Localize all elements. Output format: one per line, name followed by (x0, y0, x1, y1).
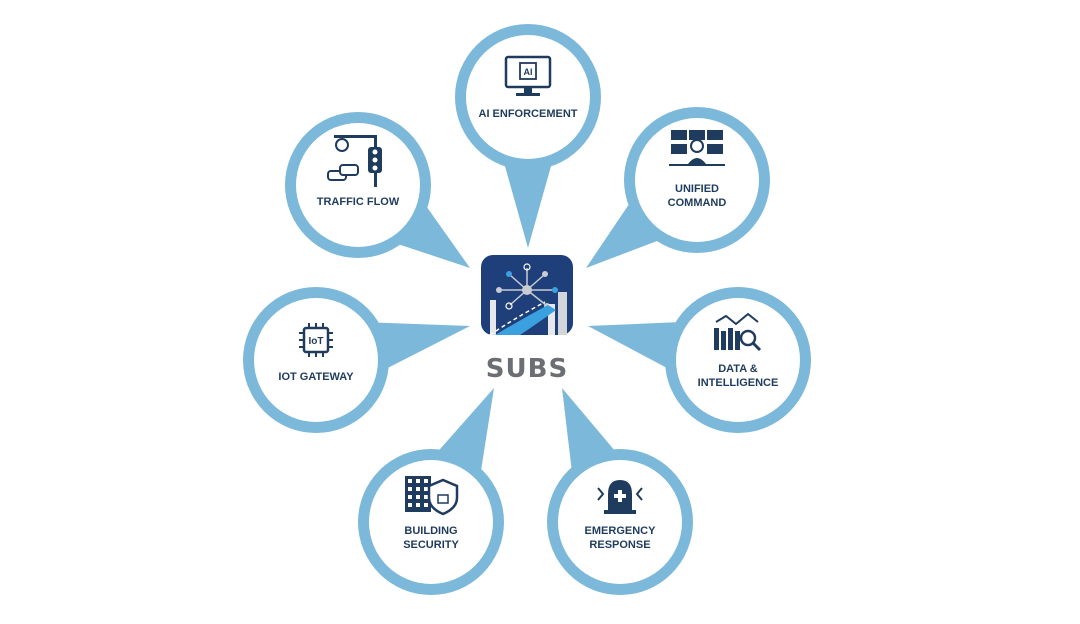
ai-monitor-icon: AI (504, 55, 552, 96)
connector-pointer (378, 322, 470, 368)
iot-chip-icon: IoT (299, 323, 333, 357)
node-inner (676, 298, 800, 422)
node-label: IOT GATEWAY (278, 371, 354, 383)
connector-pointer (588, 322, 676, 368)
node-label: EMERGENCY (585, 525, 657, 537)
node-emergency-response: EMERGENCY RESPONSE (547, 388, 693, 595)
connector-pointer (562, 388, 614, 468)
node-inner (635, 118, 759, 242)
node-label: INTELLIGENCE (698, 377, 779, 389)
command-center-icon (669, 130, 725, 166)
svg-text:AI: AI (524, 67, 533, 77)
svg-text:IoT: IoT (309, 336, 324, 347)
analytics-icon (714, 312, 762, 352)
node-inner (558, 460, 682, 584)
node-traffic-flow: TRAFFIC FLOW (285, 112, 470, 268)
node-unified-command: UNIFIED COMMAND (586, 107, 770, 268)
node-label: COMMAND (668, 197, 727, 209)
node-label: DATA & (718, 363, 758, 375)
alarm-bell-icon (597, 480, 643, 514)
subs-logo: SUBS (481, 255, 573, 384)
building-shield-icon (405, 476, 459, 516)
node-label: SECURITY (403, 539, 459, 551)
node-label: AI ENFORCEMENT (479, 108, 578, 120)
logo-text: SUBS (486, 354, 568, 384)
node-label: UNIFIED (675, 183, 719, 195)
node-inner (254, 298, 378, 422)
traffic-light-icon (327, 135, 382, 187)
node-label: BUILDING (404, 525, 457, 537)
node-ai-enforcement: AI AI ENFORCEMENT (455, 24, 601, 248)
node-label: RESPONSE (589, 539, 650, 551)
node-building-security: BUILDING SECURITY (358, 388, 504, 595)
node-data-intelligence: DATA & INTELLIGENCE (588, 287, 811, 433)
connector-pointer (439, 388, 494, 470)
connector-pointer (505, 166, 551, 248)
node-iot-gateway: IoT IOT GATEWAY (243, 287, 470, 433)
node-inner (466, 35, 590, 159)
node-inner (369, 460, 493, 584)
node-label: TRAFFIC FLOW (317, 196, 400, 208)
node-inner (296, 123, 420, 247)
